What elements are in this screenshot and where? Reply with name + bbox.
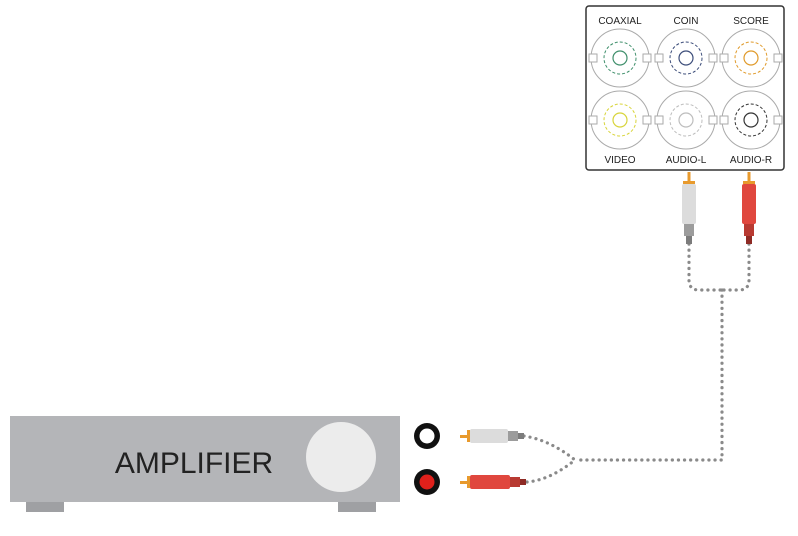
jack-score xyxy=(719,28,783,88)
cable-wire-left-top xyxy=(687,242,724,292)
jack-label-audio-r: AUDIO-R xyxy=(730,155,772,166)
jack-coaxial xyxy=(588,28,652,88)
amplifier: AMPLIFIER xyxy=(10,416,400,512)
jack-label-score: SCORE xyxy=(733,16,769,27)
amp-input-right xyxy=(414,469,440,495)
cable-wire-right-top xyxy=(720,242,751,292)
rca-plug-left-side xyxy=(460,429,524,443)
jack-audio-r xyxy=(719,90,783,150)
amp-input-left xyxy=(414,423,440,449)
jack-audio-l xyxy=(654,90,718,150)
amplifier-knob xyxy=(306,422,376,492)
amplifier-foot-left xyxy=(26,502,64,512)
rca-plug-left-top xyxy=(682,172,696,244)
jack-label-video: VIDEO xyxy=(604,155,635,166)
jack-label-coin: COIN xyxy=(674,16,699,27)
cable-wire-left-bottom xyxy=(522,434,577,462)
rca-plug-right-top xyxy=(742,172,756,244)
jack-label-coaxial: COAXIAL xyxy=(598,16,642,27)
jack-label-audio-l: AUDIO-L xyxy=(666,155,707,166)
cable-wire-trunk xyxy=(573,288,724,462)
cable-wire-right-bottom xyxy=(525,458,577,484)
amplifier-label: AMPLIFIER xyxy=(115,447,273,480)
rca-plug-right-side xyxy=(460,475,526,489)
connector-panel: COAXIAL COIN SCORE xyxy=(585,5,785,171)
amplifier-foot-right xyxy=(338,502,376,512)
jack-coin xyxy=(654,28,718,88)
audio-cable xyxy=(522,242,751,484)
jack-video xyxy=(588,90,652,150)
